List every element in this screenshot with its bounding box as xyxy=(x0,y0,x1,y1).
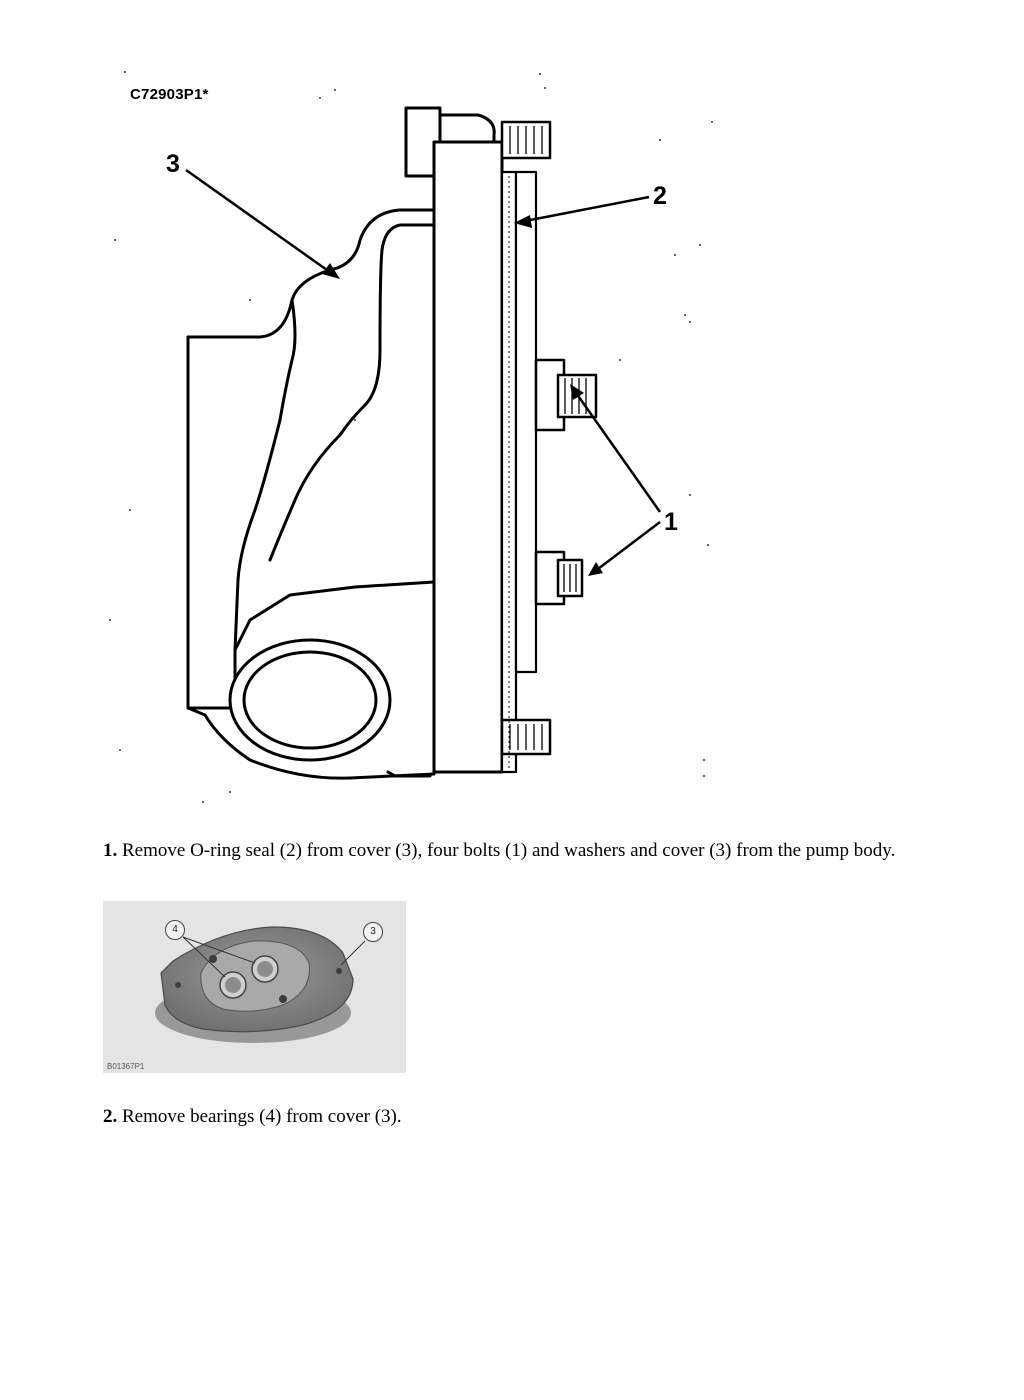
step-1: 1. Remove O-ring seal (2) from cover (3)… xyxy=(103,839,933,863)
photo-callout-4: 4 xyxy=(165,920,185,940)
step-1-text: Remove O-ring seal (2) from cover (3), f… xyxy=(122,840,896,861)
callout-2: 2 xyxy=(653,182,667,210)
photo-callout-3: 3 xyxy=(363,922,383,942)
cover-diagram: C72903P1* 3 2 1 xyxy=(100,60,720,820)
step-2-number: 2. xyxy=(103,1106,118,1127)
callout-1: 1 xyxy=(664,508,678,536)
step-1-number: 1. xyxy=(103,840,118,861)
callout-3: 3 xyxy=(166,150,180,178)
step-2-text: Remove bearings (4) from cover (3). xyxy=(122,1106,402,1127)
step-2: 2. Remove bearings (4) from cover (3). xyxy=(103,1105,933,1129)
bearings-photo: 4 3 B01367P1 xyxy=(103,901,406,1073)
cover-photo-drawing xyxy=(155,926,366,1043)
photo-id-label: B01367P1 xyxy=(107,1062,145,1071)
figure-id-label: C72903P1* xyxy=(130,86,209,103)
cover-line-drawing xyxy=(109,71,713,803)
